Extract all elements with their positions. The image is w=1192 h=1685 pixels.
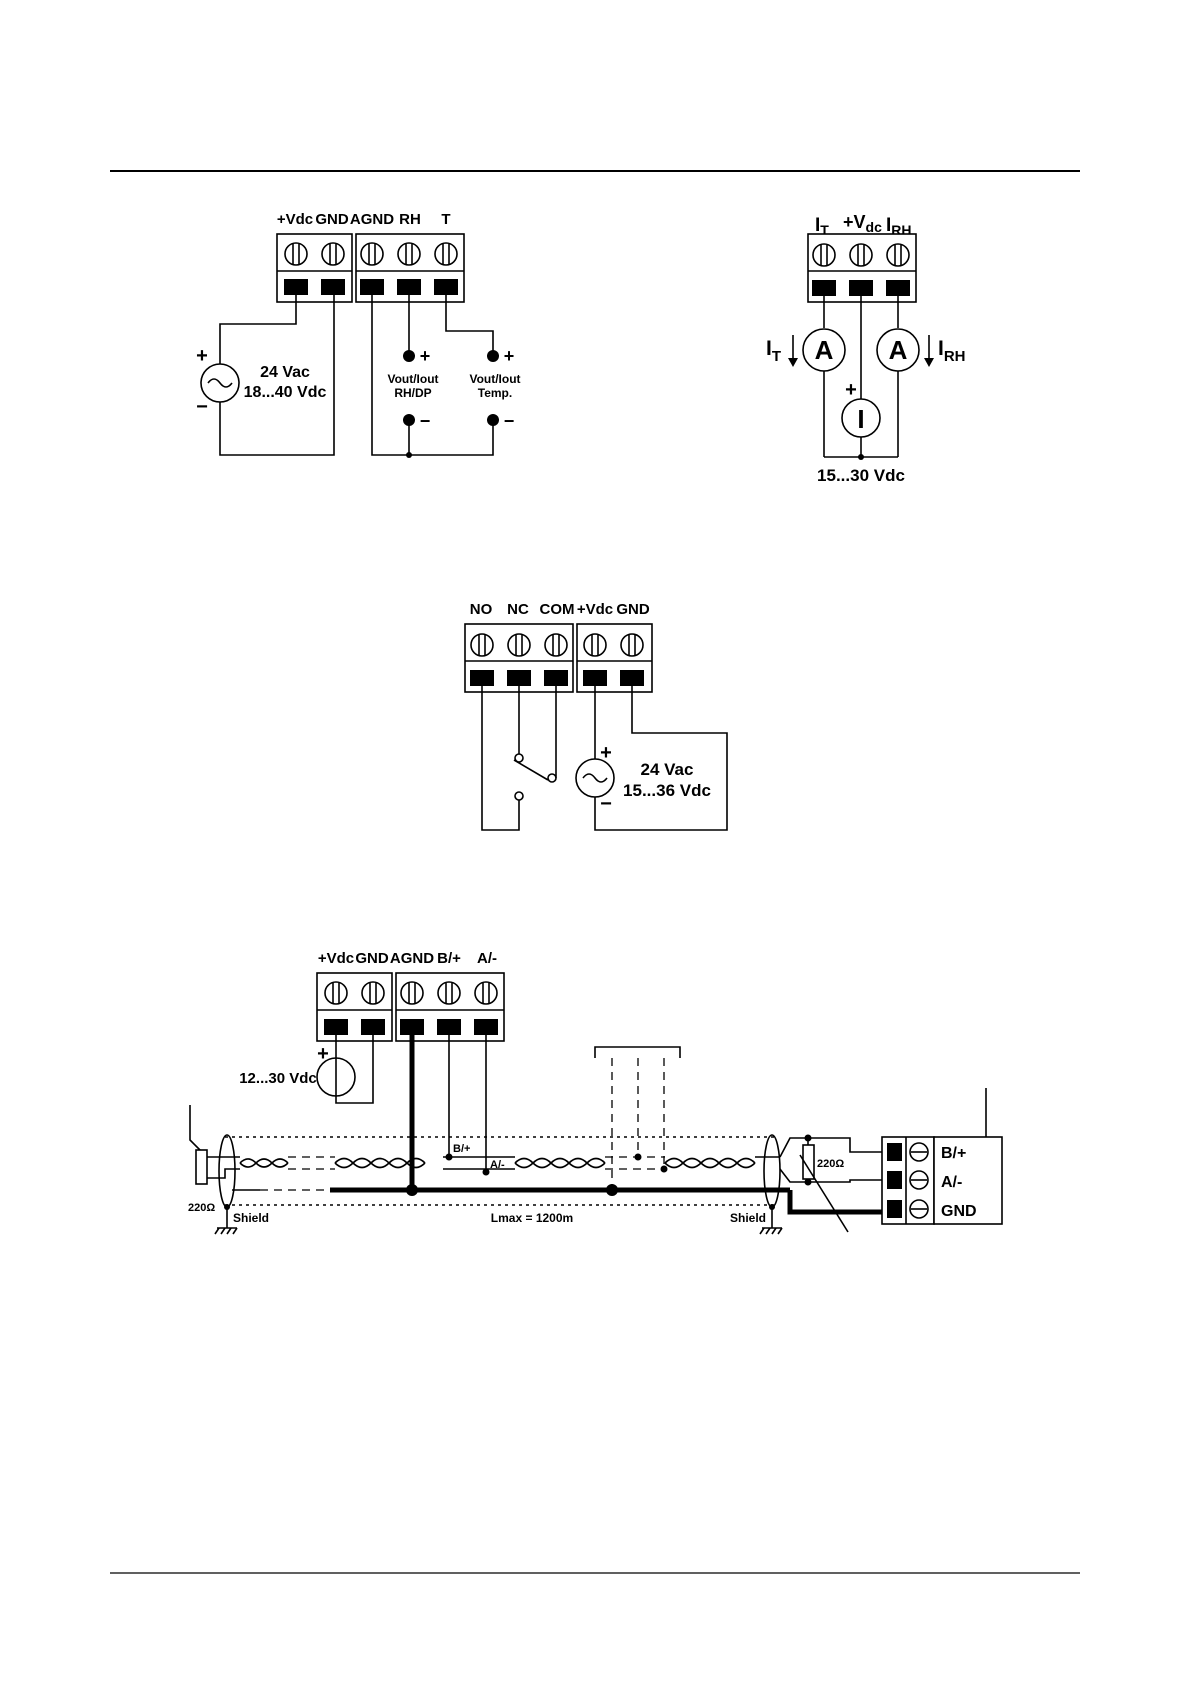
d2-terminal-label-vdc: +Vdc: [843, 212, 882, 235]
d2-ammeter-label: A: [889, 335, 908, 365]
d2-source-plus: +: [845, 379, 857, 401]
d1-terminal-label: +Vdc: [277, 211, 313, 228]
d4-remote-label: A/-: [941, 1174, 962, 1191]
d3-supply-minus: −: [600, 793, 612, 815]
shield-clamp-right: [764, 1135, 780, 1207]
d1-supply-plus: +: [196, 345, 208, 367]
d2-supply-label: 15...30 Vdc: [817, 466, 905, 485]
d4-resistor-left-label: 220Ω: [188, 1202, 215, 1214]
d3-terminal-label: GND: [616, 601, 650, 618]
d1-temp-plus: +: [504, 346, 515, 366]
diagram-analog-output: +Vdc GND AGND RH T + − 24 Vac: [196, 211, 520, 458]
shield-clamp-left: [219, 1135, 235, 1207]
d4-terminal-label: AGND: [390, 950, 434, 967]
diagram-current-loop: IT +Vdc IRH A A I + IT IRH 15...30 Vdc: [766, 212, 966, 485]
d1-temp-minus: −: [504, 411, 515, 431]
d3-terminal-label: NO: [470, 601, 493, 618]
d1-supply-label: 18...40 Vdc: [244, 384, 327, 401]
d4-remote-label: GND: [941, 1203, 977, 1220]
d1-supply-minus: −: [196, 396, 208, 418]
d4-shield-right-label: Shield: [730, 1211, 766, 1225]
d1-out-rh-label: RH/DP: [394, 386, 431, 400]
d4-terminal-label: B/+: [437, 950, 461, 967]
d1-out-rh-label: Vout/Iout: [387, 372, 438, 386]
d3-supply-label: 24 Vac: [641, 760, 694, 779]
d1-terminal-label: GND: [315, 211, 349, 228]
bus-node-bracket: [595, 1047, 680, 1058]
d3-terminal-label: +Vdc: [577, 601, 613, 618]
d1-rh-minus: −: [420, 411, 431, 431]
d3-terminal-label: COM: [540, 601, 575, 618]
d3-supply-plus: +: [600, 742, 612, 764]
twisted-pair: [240, 1159, 288, 1167]
d4-wire-b-label: B/+: [453, 1143, 470, 1155]
relay-switch-contact: [514, 760, 548, 780]
diagram-rs485: +Vdc GND AGND B/+ A/- + 12...30 Vdc: [188, 950, 1002, 1234]
d4-terminal-label: GND: [355, 950, 389, 967]
d1-out-temp-label: Temp.: [478, 386, 512, 400]
d1-terminal-label: RH: [399, 211, 421, 228]
d4-supply-plus: +: [317, 1043, 329, 1065]
d4-shield-left-label: Shield: [233, 1211, 269, 1225]
d2-source-label: I: [857, 404, 864, 434]
d4-terminal-label: +Vdc: [318, 950, 354, 967]
d4-wire-a-label: A/-: [490, 1159, 505, 1171]
d4-supply-label: 12...30 Vdc: [239, 1070, 317, 1087]
d4-resistor-right-label: 220Ω: [817, 1158, 844, 1170]
termination-resistor-left: [196, 1150, 207, 1184]
d1-terminal-label: AGND: [350, 211, 394, 228]
d2-ammeter-label: A: [815, 335, 834, 365]
d3-terminal-label: NC: [507, 601, 529, 618]
d1-supply-label: 24 Vac: [260, 364, 310, 381]
d1-rh-plus: +: [420, 346, 431, 366]
d1-terminal-label: T: [441, 211, 450, 228]
d4-length-label: Lmax = 1200m: [491, 1211, 573, 1225]
d4-terminal-label: A/-: [477, 950, 497, 967]
d2-current-label-irh: IRH: [938, 337, 966, 365]
diagram-relay-alarm: NO NC COM +Vdc GND + − 24 Vac 15...36 V: [465, 601, 727, 830]
d4-remote-label: B/+: [941, 1145, 966, 1162]
d2-current-label-it: IT: [766, 337, 781, 365]
d1-out-temp-label: Vout/Iout: [469, 372, 520, 386]
d3-supply-label: 15...36 Vdc: [623, 781, 711, 800]
